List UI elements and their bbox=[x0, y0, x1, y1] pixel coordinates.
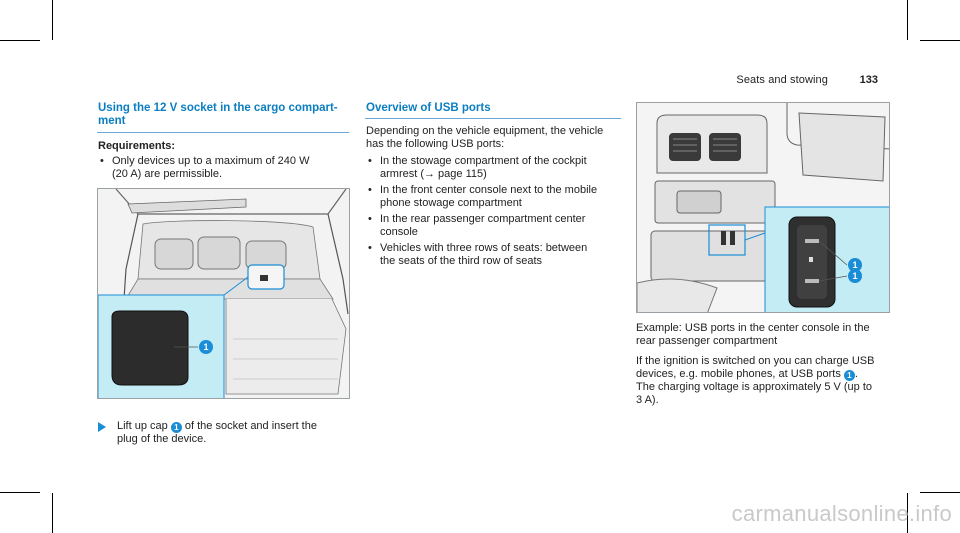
paragraph-line: 3 A). bbox=[636, 394, 659, 406]
usb-port-list: In the stowage compartment of the cockpi… bbox=[366, 155, 628, 271]
crop-mark bbox=[0, 492, 40, 493]
crop-mark bbox=[0, 40, 40, 41]
item-line: In the rear passenger compartment center bbox=[380, 213, 586, 225]
running-head: Seats and stowing bbox=[736, 74, 828, 86]
callout-badge: 1 bbox=[843, 370, 855, 381]
cargo-area-illustration: 1 bbox=[98, 189, 349, 398]
list-item: In the stowage compartment of the cockpi… bbox=[366, 155, 628, 181]
center-console-illustration: 1 1 bbox=[637, 103, 889, 312]
heading-line: Using the 12 V socket in the cargo compa… bbox=[98, 102, 338, 114]
intro-line: has the following USB ports: bbox=[366, 138, 505, 150]
heading-line: ment bbox=[98, 115, 126, 127]
cargo-socket-figure: 1 bbox=[97, 188, 350, 399]
paragraph-line: devices, e.g. mobile phones, at USB port… bbox=[636, 368, 898, 381]
step-text: Lift up cap bbox=[117, 420, 168, 432]
paragraph-line: The charging voltage is approximately 5 … bbox=[636, 381, 873, 393]
item-line: armrest (→ page 115) bbox=[380, 168, 487, 180]
list-item: In the rear passenger compartment center… bbox=[366, 213, 628, 239]
crop-mark bbox=[907, 0, 908, 40]
item-line: (20 A) are permissible. bbox=[112, 168, 223, 180]
step-arrow-icon bbox=[98, 422, 106, 432]
figure-caption: Example: USB ports in the center console… bbox=[636, 322, 896, 348]
crop-mark bbox=[907, 493, 908, 533]
usb-ports-figure: 1 1 bbox=[636, 102, 890, 313]
caption-line: Example: USB ports in the center console… bbox=[636, 322, 870, 334]
figure-callout: 1 bbox=[203, 342, 208, 352]
socket-section-heading: Using the 12 V socket in the cargo compa… bbox=[98, 102, 338, 128]
watermark: carmanualsonline.info bbox=[731, 501, 952, 526]
item-line: the seats of the third row of seats bbox=[380, 255, 543, 267]
crop-mark bbox=[52, 493, 53, 533]
requirements-label: Requirements: bbox=[98, 140, 176, 152]
figure-callout: 1 bbox=[852, 271, 857, 281]
crop-mark bbox=[920, 40, 960, 41]
crop-mark bbox=[52, 0, 53, 40]
intro-line: Depending on the vehicle equipment, the … bbox=[366, 125, 604, 137]
paragraph-text: . bbox=[854, 368, 858, 380]
paragraph-text: devices, e.g. mobile phones, at USB port… bbox=[636, 368, 841, 380]
item-line: In the stowage compartment of the cockpi… bbox=[380, 155, 587, 167]
step-text: of the socket and insert the bbox=[184, 420, 317, 432]
heading-rule bbox=[365, 118, 621, 119]
usb-section-heading: Overview of USB ports bbox=[366, 102, 491, 114]
item-line: Only devices up to a maximum of 240 W bbox=[112, 155, 310, 167]
item-line: Vehicles with three rows of seats: betwe… bbox=[380, 242, 588, 254]
item-line: phone stowage compartment bbox=[380, 197, 522, 209]
page-number: 133 bbox=[859, 74, 878, 86]
figure-callout: 1 bbox=[852, 260, 857, 270]
list-item: In the front center console next to the … bbox=[366, 184, 628, 210]
caption-line: rear passenger compartment bbox=[636, 335, 778, 347]
crop-mark bbox=[920, 492, 960, 493]
callout-badge: 1 bbox=[170, 422, 182, 433]
charging-paragraph: If the ignition is switched on you can c… bbox=[636, 355, 898, 407]
item-line: console bbox=[380, 226, 418, 238]
item-line: In the front center console next to the … bbox=[380, 184, 598, 196]
list-item: Only devices up to a maximum of 240 W (2… bbox=[98, 155, 348, 181]
requirements-list: Only devices up to a maximum of 240 W (2… bbox=[98, 155, 348, 184]
paragraph-line: If the ignition is switched on you can c… bbox=[636, 355, 875, 367]
list-item: Vehicles with three rows of seats: betwe… bbox=[366, 242, 628, 268]
heading-rule bbox=[97, 132, 349, 133]
instruction-step: Lift up cap 1 of the socket and insert t… bbox=[98, 420, 350, 446]
usb-intro: Depending on the vehicle equipment, the … bbox=[366, 125, 626, 151]
step-text: plug of the device. bbox=[117, 433, 207, 445]
